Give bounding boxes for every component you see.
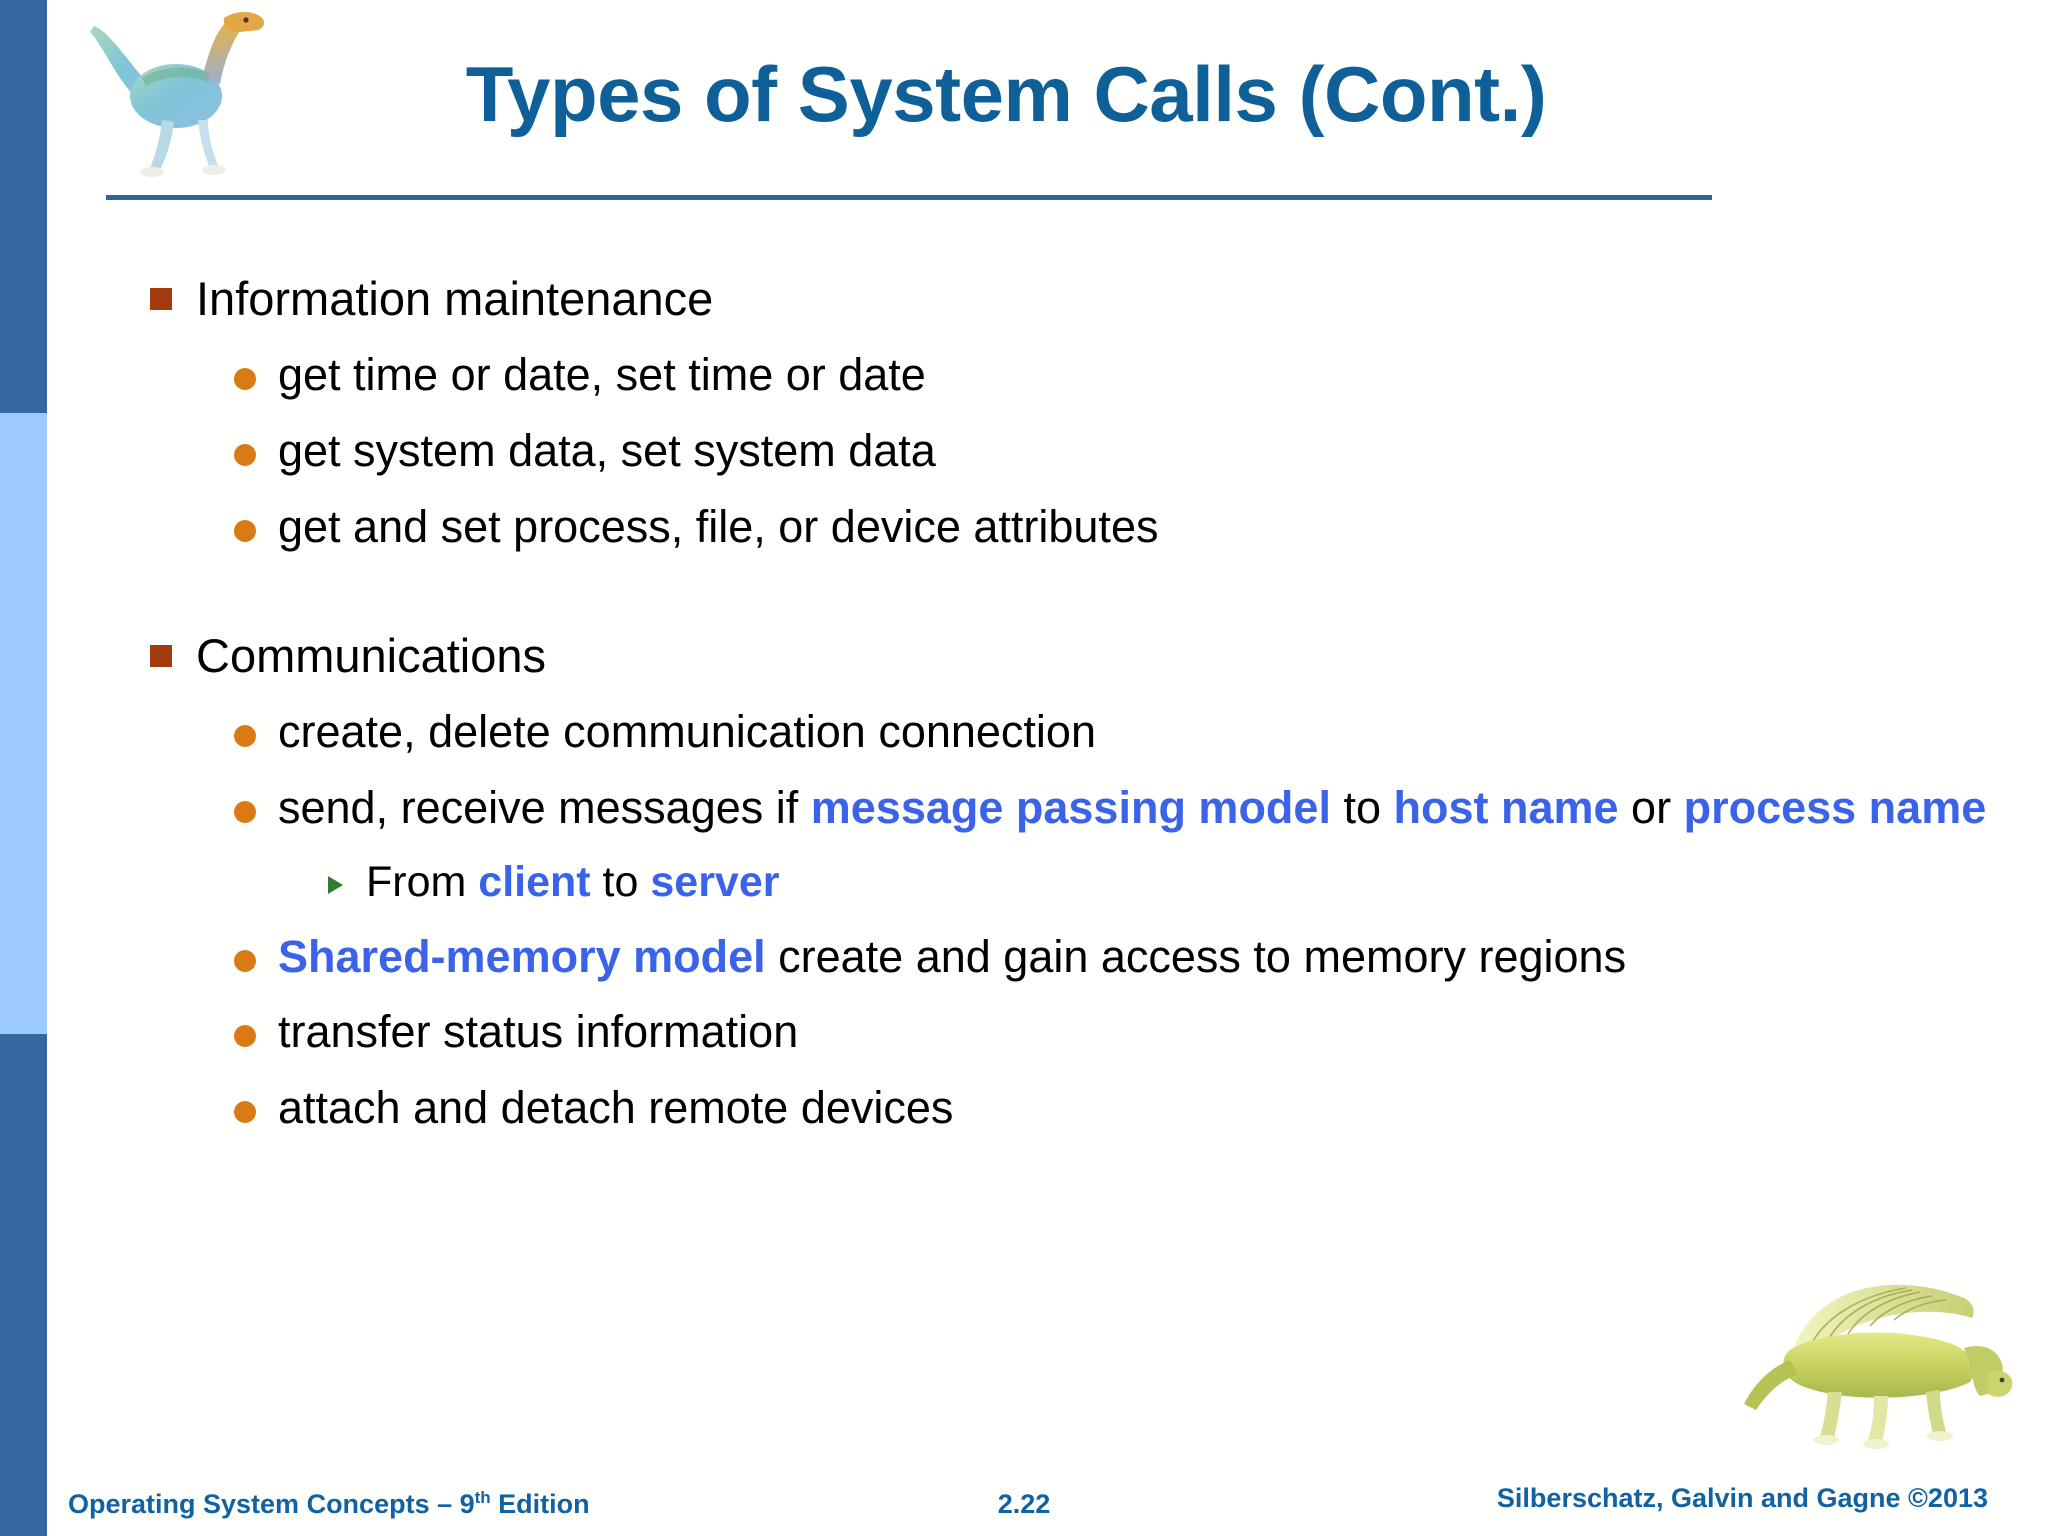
footer-book-title-text: Operating System Concepts – 9 <box>68 1489 475 1519</box>
bullet-level1-information-maintenance: Information maintenance <box>56 270 2048 327</box>
circle-bullet-icon <box>234 949 256 972</box>
circle-bullet-icon <box>234 1025 256 1048</box>
left-color-rail <box>0 0 47 1536</box>
highlight-message-passing-model: message passing model <box>810 782 1331 834</box>
square-bullet-icon <box>150 288 172 310</box>
bullet-level2-create-delete-connection: create, delete communication connection <box>56 705 2048 760</box>
footer-edition-superscript: th <box>474 1488 491 1507</box>
bullet-level2-transfer-status-information: transfer status information <box>56 1005 2048 1060</box>
bullet-text: transfer status information <box>278 1006 799 1058</box>
dinosaur-icon <box>1744 1284 2013 1449</box>
bullet-text-part: send, receive messages if <box>278 782 811 834</box>
highlight-host-name: host name <box>1393 782 1619 834</box>
bullet-level2-get-and-set-attributes: get and set process, file, or device att… <box>56 500 2048 555</box>
bullet-level2-shared-memory-model: Shared-memory model create and gain acce… <box>56 930 2048 985</box>
rail-segment-bottom <box>0 1034 47 1536</box>
rail-gap <box>47 0 56 1536</box>
arrow-bullet-icon <box>328 876 343 895</box>
page-title: Types of System Calls (Cont.) <box>465 50 1547 138</box>
bullet-text: Communications <box>196 629 547 682</box>
square-bullet-icon <box>150 645 172 667</box>
bullet-text: Information maintenance <box>196 272 714 325</box>
dinosaur-icon <box>90 12 265 177</box>
bullet-level2-attach-detach-remote-devices: attach and detach remote devices <box>56 1081 2048 1136</box>
bullet-text-part: to <box>590 858 651 907</box>
highlight-client: client <box>478 858 591 907</box>
footer-copyright: Silberschatz, Galvin and Gagne ©2013 <box>1496 1483 1988 1513</box>
bullet-text-part: to <box>1330 782 1394 834</box>
rail-segment-top <box>0 0 47 413</box>
section-spacer <box>56 555 2048 627</box>
circle-bullet-icon <box>234 368 256 391</box>
bullet-level1-communications: Communications <box>56 627 2048 684</box>
highlight-server: server <box>650 858 780 907</box>
footer-edition-text: Edition <box>490 1489 590 1519</box>
bullet-text-part: create and gain access to memory regions <box>765 930 1627 982</box>
circle-bullet-icon <box>234 1101 256 1124</box>
bullet-text: get system data, set system data <box>278 425 936 477</box>
bullet-level2-get-time-or-date: get time or date, set time or date <box>56 348 2048 403</box>
highlight-process-name: process name <box>1683 782 1987 834</box>
bullet-level2-send-receive-messages: send, receive messages if message passin… <box>56 781 2048 836</box>
slide-header: Types of System Calls (Cont.) <box>56 0 2048 205</box>
bullet-text: get time or date, set time or date <box>278 349 926 401</box>
bullet-level3-from-client-to-server: From client to server <box>56 856 2048 908</box>
bullet-text: create, delete communication connection <box>278 706 1096 758</box>
circle-bullet-icon <box>234 725 256 748</box>
rail-segment-middle <box>0 413 47 1034</box>
bullet-text: get and set process, file, or device att… <box>278 501 1159 553</box>
highlight-shared-memory-model: Shared-memory model <box>278 930 766 982</box>
circle-bullet-icon <box>234 520 256 543</box>
slide-body: Information maintenance get time or date… <box>56 270 2048 1136</box>
circle-bullet-icon <box>234 444 256 467</box>
slide-footer: Operating System Concepts – 9th Edition … <box>0 1466 2048 1536</box>
footer-book-title: Operating System Concepts – 9th Edition <box>68 1488 590 1520</box>
circle-bullet-icon <box>234 801 256 824</box>
title-underline-rule <box>106 195 1712 200</box>
bullet-level2-get-system-data: get system data, set system data <box>56 424 2048 479</box>
bullet-text-part: From <box>366 858 479 907</box>
slide-number: 2.22 <box>997 1489 1051 1519</box>
bullet-text: attach and detach remote devices <box>278 1082 954 1134</box>
bullet-text-part: or <box>1618 782 1684 834</box>
